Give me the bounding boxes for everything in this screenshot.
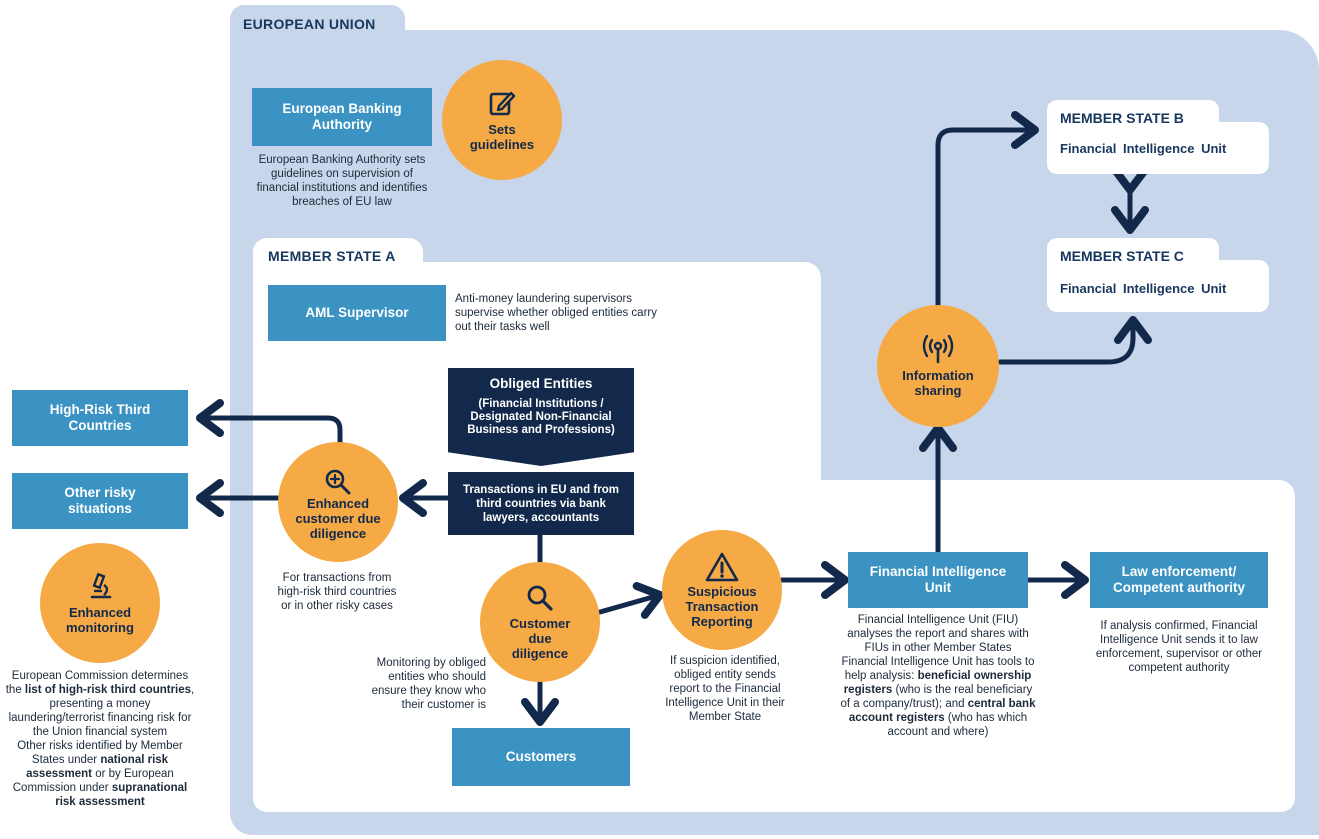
obliged-entities-title: Obliged Entities (489, 376, 593, 391)
warning-icon (705, 552, 739, 581)
member-state-b-box (1047, 122, 1269, 174)
aml-description: Anti-money laundering supervisors superv… (455, 293, 657, 333)
fiu-desc-b2: central bank account registers (848, 698, 1036, 724)
eba-box: European Banking Authority (252, 88, 432, 146)
search-icon (527, 585, 553, 611)
em-desc-p4: or by European Commission under (12, 768, 174, 794)
fiu-description: Financial Intelligence Unit (FIU) analys… (840, 613, 1036, 739)
enhanced-cdd-label: Enhanced customer due diligence (295, 495, 381, 541)
em-desc-p3: Other risks identified by Member States … (17, 740, 183, 766)
member-state-a-label: MEMBER STATE A (268, 248, 396, 264)
arrow-info-to-msb (935, 111, 1039, 311)
member-state-b-subtitle: Financial Intelligence Unit (1060, 141, 1227, 156)
sets-guidelines-label: Sets guidelines (469, 122, 535, 152)
law-enforcement-description: If analysis confirmed, Financial Intelli… (1095, 620, 1263, 674)
eba-description: European Banking Authority sets guidelin… (256, 154, 428, 208)
enhanced-cdd-circle: Enhanced customer due diligence (278, 442, 398, 562)
fiu-desc-p1: Financial Intelligence Unit (FIU) analys… (847, 614, 1029, 654)
fiu-desc-p3: (who is the real beneficiary of a compan… (840, 684, 1033, 710)
arrow-to-high-risk (196, 399, 343, 448)
cdd-label: Customer due diligence (509, 615, 571, 661)
str-label: Suspicious Transaction Reporting (685, 583, 759, 629)
enhanced-monitoring-circle: Enhanced monitoring (40, 543, 160, 663)
fiu-box: Financial Intelligence Unit (848, 552, 1028, 608)
member-state-c-box (1047, 260, 1269, 312)
fiu-desc-p4: (who has which account and where) (887, 712, 1028, 738)
microscope-icon (90, 572, 112, 599)
broadcast-icon (922, 334, 954, 364)
customers-box: Customers (452, 728, 630, 786)
aml-supervisor-box: AML Supervisor (268, 285, 446, 341)
fiu-desc-b1: beneficial ownership registers (843, 670, 1032, 696)
obliged-entities-box: Obliged Entities (Financial Institutions… (448, 368, 634, 466)
em-desc-b2: national risk assessment (26, 754, 169, 780)
transactions-box: Transactions in EU and from third countr… (448, 472, 634, 535)
arrow-cdd-to-str (597, 582, 664, 619)
enhanced-cdd-description: For transactions from high-risk third co… (277, 572, 397, 612)
edit-icon (489, 91, 516, 116)
enhanced-monitoring-description: European Commission determines the list … (4, 669, 196, 809)
zoom-in-icon (325, 469, 351, 494)
info-sharing-circle: Information sharing (877, 305, 999, 427)
em-desc-p2: , presenting a money laundering/terroris… (8, 684, 195, 738)
str-description: If suspicion identified, obliged entity … (665, 655, 785, 723)
member-state-a-area-bottom (253, 480, 1295, 812)
member-state-c-title: MEMBER STATE C (1060, 248, 1184, 264)
high-risk-box: High-Risk Third Countries (12, 390, 188, 446)
enhanced-monitoring-label: Enhanced monitoring (66, 605, 134, 635)
sets-guidelines-circle: Sets guidelines (442, 60, 562, 180)
member-state-b-title: MEMBER STATE B (1060, 110, 1184, 126)
fiu-desc-p2: Financial Intelligence Unit has tools to… (841, 656, 1035, 682)
law-enforcement-box: Law enforcement/ Competent authority (1090, 552, 1268, 608)
str-circle: Suspicious Transaction Reporting (662, 530, 782, 650)
em-desc-b3: supranational risk assessment (55, 782, 188, 808)
cdd-description: Monitoring by obliged entities who shoul… (371, 657, 486, 711)
info-sharing-label: Information sharing (902, 368, 974, 398)
em-desc-b1: list of high-risk third countries (24, 684, 192, 696)
em-desc-p1: European Commission determines the (5, 670, 189, 696)
other-risky-box: Other risky situations (12, 473, 188, 529)
cdd-circle: Customer due diligence (480, 562, 600, 682)
eu-label: EUROPEAN UNION (243, 16, 376, 32)
obliged-entities-subtitle: (Financial Institutions / Designated Non… (467, 398, 615, 436)
member-state-c-subtitle: Financial Intelligence Unit (1060, 281, 1227, 296)
arrow-info-to-msc (997, 316, 1152, 365)
